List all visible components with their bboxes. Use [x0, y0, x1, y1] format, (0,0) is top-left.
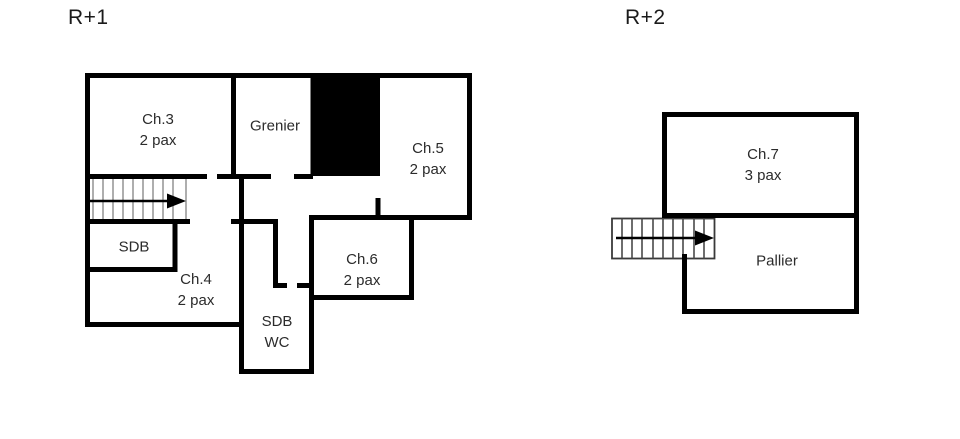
room-capacity: 3 pax — [744, 167, 782, 184]
room-capacity: 2 pax — [139, 132, 177, 149]
r1-staircase-icon — [89, 179, 187, 219]
room-capacity: 2 pax — [409, 161, 447, 178]
floor-r1-plan — [85, 73, 472, 374]
room-label-grenier: Grenier — [250, 116, 300, 137]
room-name: Ch.6 — [346, 251, 378, 268]
r2-stair-direction-arrow-icon — [616, 230, 714, 246]
floor-r1-title: R+1 — [68, 6, 109, 29]
room-name: Grenier — [249, 117, 301, 135]
room-name: Ch.3 — [142, 111, 174, 128]
room-capacity: 2 pax — [177, 292, 215, 309]
room-label-pallier: Pallier — [756, 251, 798, 272]
room-label-ch6: Ch.6 2 pax — [344, 249, 381, 291]
room-label-sdb: SDB — [119, 237, 150, 258]
room-capacity: 2 pax — [343, 272, 381, 289]
room-name: Ch.5 — [412, 140, 444, 157]
room-label-ch7: Ch.7 3 pax — [745, 144, 782, 186]
room-name: Ch.7 — [747, 146, 779, 163]
room-name: SDB — [118, 238, 150, 256]
room-label-sdb-wc: SDB WC — [262, 311, 293, 353]
room-label-ch3: Ch.3 2 pax — [140, 109, 177, 151]
r1-filled-black-area — [310, 73, 380, 176]
r1-walls — [85, 73, 472, 374]
room-name: SDB — [261, 313, 293, 330]
r2-staircase-icon — [611, 217, 716, 260]
floor-r2-title: R+2 — [625, 6, 666, 29]
room-label-ch5: Ch.5 2 pax — [410, 138, 447, 180]
room-capacity: WC — [264, 334, 290, 351]
r1-stair-direction-arrow-icon — [89, 193, 186, 209]
floor-r2-plan — [611, 112, 859, 314]
r2-walls — [662, 112, 859, 314]
room-label-ch4: Ch.4 2 pax — [178, 269, 215, 311]
room-name: Ch.4 — [180, 271, 212, 288]
room-name: Pallier — [756, 252, 798, 270]
